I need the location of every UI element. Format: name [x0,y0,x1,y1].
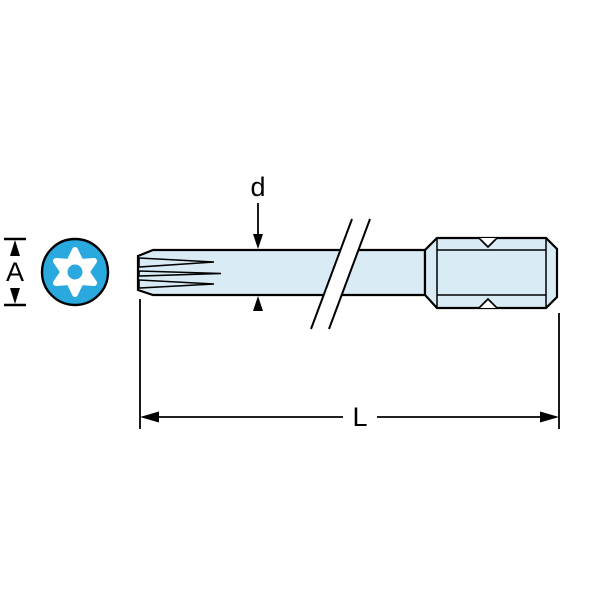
detent-groove-notch-bottom [478,297,498,309]
dim-a-arrow-down-icon [10,288,20,304]
dimension-a: A [4,237,26,307]
security-pin-hole [67,264,83,280]
detent-groove-notch-top [478,237,498,249]
dim-l-label: L [352,402,367,432]
dim-l-arrow-right-icon [540,411,559,423]
dim-a-label: A [6,257,24,287]
torx-flute-lower [138,279,215,289]
dimension-d: d [250,172,266,311]
dimension-l: L [139,299,560,432]
torx-flute-upper [138,257,215,268]
dim-d-label: d [250,172,265,202]
dim-l-arrow-left-icon [140,411,159,423]
dim-d-arrow-down-icon [253,234,263,249]
dim-d-arrow-up-icon [253,296,263,311]
break-line-left [310,218,353,330]
hex-drive-end [423,236,559,310]
torx-flute-middle [138,270,222,277]
dim-a-arrow-up-icon [10,240,20,256]
break-gap [311,219,370,329]
torx-cross-section [40,237,110,307]
break-line-right [328,218,371,330]
